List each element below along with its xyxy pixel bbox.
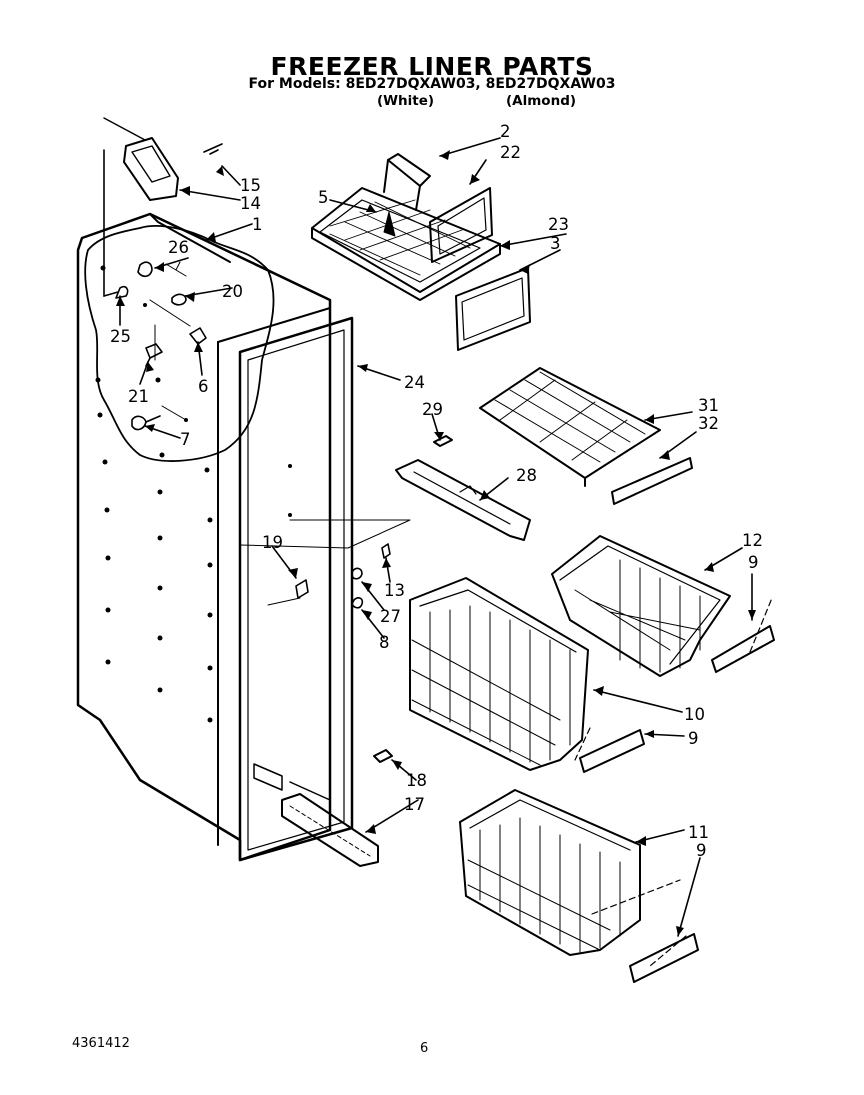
callout-18: 18 [406, 771, 427, 790]
callout-9a: 9 [748, 553, 759, 572]
leader-arrowheads [116, 150, 756, 936]
shelf-rail [395, 435, 531, 541]
callout-5: 5 [318, 188, 329, 207]
leader-lines [119, 137, 753, 937]
bottom-grille [281, 749, 393, 867]
lower-basket [459, 789, 699, 983]
callout-9c: 9 [696, 841, 707, 860]
callout-12: 12 [742, 531, 763, 550]
callout-17: 17 [404, 795, 425, 814]
callout-21: 21 [128, 387, 149, 406]
callout-2: 2 [500, 122, 511, 141]
liner-small-parts [103, 149, 411, 609]
callout-8: 8 [379, 633, 390, 652]
callout-1: 1 [252, 215, 263, 234]
callout-15: 15 [240, 176, 261, 195]
callout-19: 19 [262, 533, 283, 552]
diagram-title: FREEZER LINER PARTS [270, 52, 594, 81]
callout-9b: 9 [688, 729, 699, 748]
color-almond-label: (Almond) [506, 93, 577, 109]
callout-31: 31 [698, 396, 719, 415]
callout-numbers: 1 2 3 5 6 7 8 9 9 9 10 11 12 13 14 15 17… [110, 122, 763, 860]
callout-6: 6 [198, 377, 209, 396]
upper-basket [551, 535, 775, 677]
assembly-lines [574, 597, 773, 967]
callout-11: 11 [688, 823, 709, 842]
ice-shelf-assembly [311, 153, 531, 351]
callout-10: 10 [684, 705, 705, 724]
callout-7: 7 [180, 430, 191, 449]
callout-3: 3 [550, 234, 561, 253]
callout-23: 23 [548, 215, 569, 234]
callout-13: 13 [384, 581, 405, 600]
callout-26: 26 [168, 238, 189, 257]
top-bracket [103, 117, 223, 201]
callout-29: 29 [422, 400, 443, 419]
callout-25: 25 [110, 327, 131, 346]
callout-24: 24 [404, 373, 425, 392]
callout-28: 28 [516, 466, 537, 485]
page-number: 6 [420, 1041, 429, 1056]
freezer-liner [76, 212, 354, 862]
document-number: 4361412 [72, 1036, 130, 1051]
callout-32: 32 [698, 414, 719, 433]
callout-27: 27 [380, 607, 401, 626]
wire-shelf [479, 367, 693, 505]
callout-20: 20 [222, 282, 243, 301]
middle-basket [409, 577, 645, 773]
callout-22: 22 [500, 143, 521, 162]
models-line: For Models: 8ED27DQXAW03, 8ED27DQXAW03 [248, 76, 616, 92]
callout-14: 14 [240, 194, 261, 213]
color-white-label: (White) [377, 93, 435, 109]
